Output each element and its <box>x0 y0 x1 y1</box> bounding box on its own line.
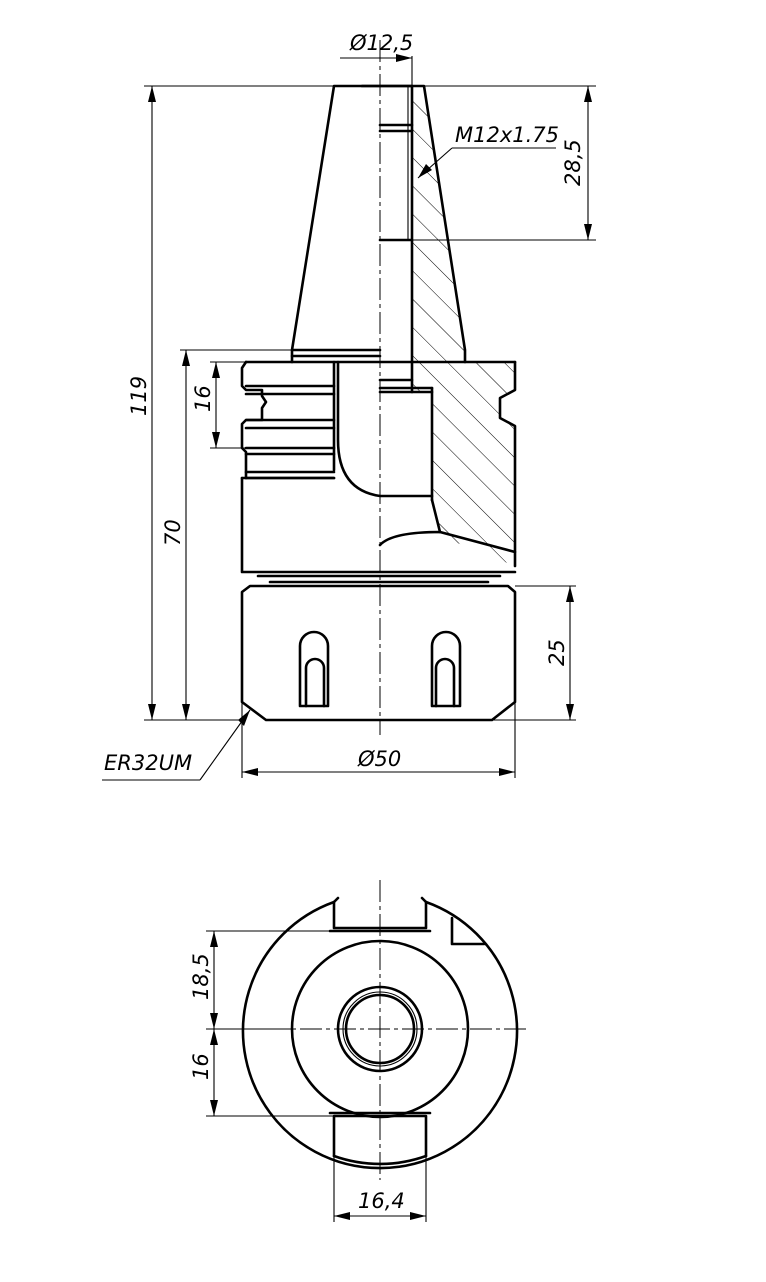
dim-thread-depth-label: 28,5 <box>561 139 585 186</box>
dim-nut-type: ER32UM <box>102 709 251 781</box>
dim-slot-width-label: 16,4 <box>358 1189 405 1213</box>
dim-thread-spec-label: M12x1.75 <box>455 123 559 147</box>
flange-notch <box>498 360 517 568</box>
dim-flat-offset-top: 18,5 <box>189 930 334 1030</box>
dim-thread-diameter-label: Ø12,5 <box>349 31 413 55</box>
dim-flat-offset-top-label: 18,5 <box>189 953 213 1000</box>
er-nut <box>240 584 517 722</box>
nut-slot-left <box>298 630 330 708</box>
dim-outer-diameter-label: Ø50 <box>357 747 401 771</box>
dim-groove-width: 16 <box>191 361 246 449</box>
end-view: 18,5 16 16,4 <box>189 880 528 1222</box>
dim-slot-width: 16,4 <box>333 1156 427 1222</box>
end-view-notch <box>450 916 486 946</box>
dim-total-length: 119 <box>127 85 334 721</box>
dim-outer-diameter: Ø50 <box>241 702 516 778</box>
dim-nut-type-label: ER32UM <box>104 751 192 775</box>
dim-flat-offset-bottom: 16 <box>189 1029 334 1117</box>
flange <box>240 348 517 480</box>
dim-body-length-label: 70 <box>161 519 185 546</box>
dim-thread-spec: M12x1.75 <box>417 123 559 179</box>
dim-nut-height-label: 25 <box>545 639 569 666</box>
dim-total-length-label: 119 <box>127 376 151 416</box>
dim-thread-depth: 28,5 <box>412 85 596 241</box>
nut-slot-right <box>430 630 462 708</box>
section-hatching <box>412 86 515 566</box>
body-lower <box>240 476 517 584</box>
dim-body-length: 70 <box>161 349 292 720</box>
side-view: Ø12,5 M12x1.75 28,5 119 <box>102 31 596 781</box>
inner-bore <box>336 360 434 498</box>
dim-groove-width-label: 16 <box>191 385 215 412</box>
dim-nut-height: 25 <box>492 585 576 721</box>
dim-thread-diameter: Ø12,5 <box>340 31 413 86</box>
dim-flat-offset-bottom-label: 16 <box>189 1053 213 1080</box>
